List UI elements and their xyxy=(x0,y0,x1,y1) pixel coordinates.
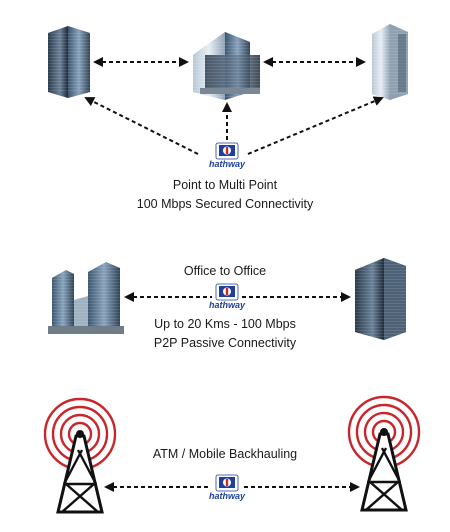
cell-tower-icon xyxy=(347,395,421,512)
o2o-section: hathway xyxy=(48,258,406,340)
cell-tower-icon xyxy=(43,397,117,514)
hathway-logo: hathway xyxy=(209,142,246,169)
office-building-icon xyxy=(355,258,406,340)
p2mp-line-1: Point to Multi Point xyxy=(172,178,278,192)
link-arrow xyxy=(84,97,199,155)
atm-section: hathway xyxy=(43,395,421,514)
link-arrow xyxy=(247,96,384,155)
o2o-line-1: Up to 20 Kms - 100 Mbps xyxy=(154,317,296,331)
logo-text: hathway xyxy=(209,491,246,501)
o2o-title: Office to Office xyxy=(183,264,267,278)
p2mp-line-2: 100 Mbps Secured Connectivity xyxy=(136,197,314,211)
p2mp-section: hathway xyxy=(48,24,408,169)
office-building-icon xyxy=(193,32,260,100)
office-building-icon xyxy=(372,24,408,100)
logo-text: hathway xyxy=(209,159,246,169)
hathway-logo: hathway xyxy=(209,474,246,501)
office-building-icon xyxy=(48,26,90,98)
hathway-logo: hathway xyxy=(209,283,246,310)
logo-text: hathway xyxy=(209,300,246,310)
atm-title: ATM / Mobile Backhauling xyxy=(152,447,298,461)
o2o-line-2: P2P Passive Connectivity xyxy=(153,336,297,350)
office-building-icon xyxy=(48,262,124,334)
